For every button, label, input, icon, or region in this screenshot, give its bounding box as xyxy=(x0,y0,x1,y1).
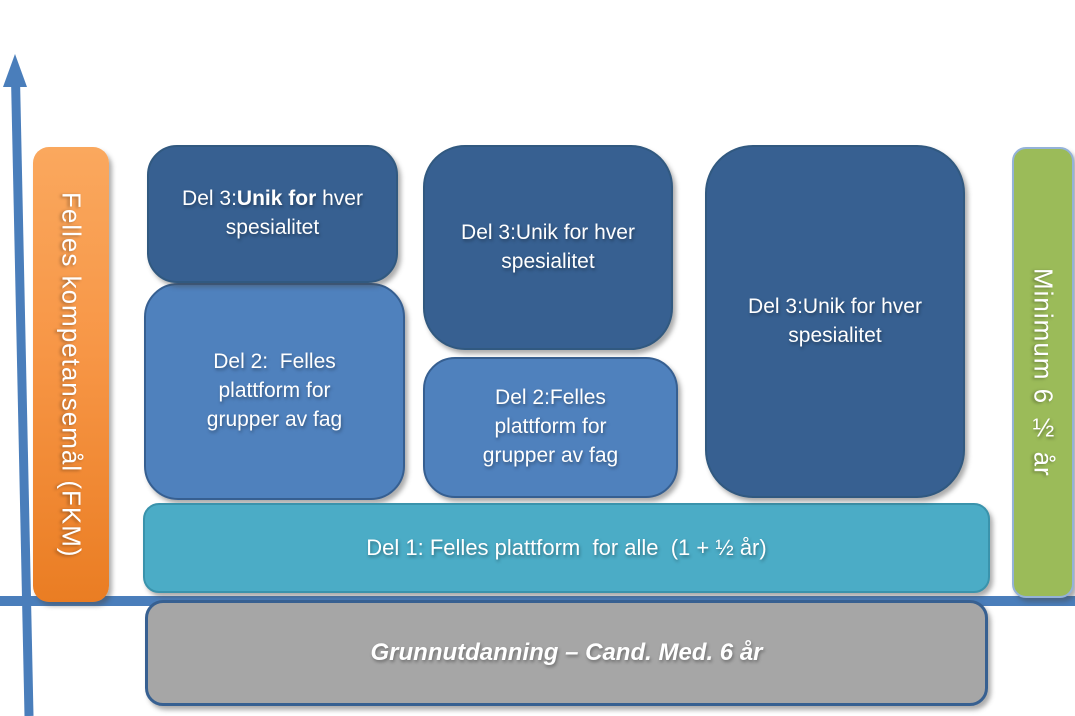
del3-box-1: Del 3:Unik for hver spesialitet xyxy=(147,145,398,283)
del3-box-2-label: Del 3:Unik for hver spesialitet xyxy=(461,220,641,273)
del3-box-3-label: Del 3:Unik for hver spesialitet xyxy=(748,294,928,347)
grunnutdanning-bar: Grunnutdanning – Cand. Med. 6 år xyxy=(145,600,988,706)
del2-box-1: Del 2: Felles plattform for grupper av f… xyxy=(144,283,405,500)
minimum-bar-label: Minimum 6 ½ år xyxy=(1028,268,1059,477)
del3-box-1-bold: Unik for xyxy=(236,187,317,211)
y-axis-arrow-icon xyxy=(3,54,27,87)
del3-box-2: Del 3:Unik for hver spesialitet xyxy=(423,145,673,350)
del1-bar: Del 1: Felles plattform for alle (1 + ½ … xyxy=(143,503,990,593)
del2-box-2: Del 2:Felles plattform for grupper av fa… xyxy=(423,357,678,498)
minimum-bar: Minimum 6 ½ år xyxy=(1012,147,1074,598)
del3-box-1-label: Del 3:Unik for hver spesialitet xyxy=(159,185,386,243)
del2-box-1-label: Del 2: Felles plattform for grupper av f… xyxy=(206,350,343,431)
del3-box-1-prefix: Del 3: xyxy=(182,187,237,211)
del1-bar-label: Del 1: Felles plattform for alle (1 + ½ … xyxy=(366,535,767,560)
del3-box-1-suffix: hver spesialitet xyxy=(225,187,369,239)
del2-box-2-label: Del 2:Felles plattform for grupper av fa… xyxy=(482,386,619,467)
del3-box-3: Del 3:Unik for hver spesialitet xyxy=(705,145,965,498)
fkm-bar-label: Felles kompetansemål (FKM) xyxy=(56,191,87,558)
grunnutdanning-bar-label: Grunnutdanning – Cand. Med. 6 år xyxy=(370,639,763,666)
fkm-bar: Felles kompetansemål (FKM) xyxy=(33,147,109,602)
y-axis-line xyxy=(11,77,34,716)
